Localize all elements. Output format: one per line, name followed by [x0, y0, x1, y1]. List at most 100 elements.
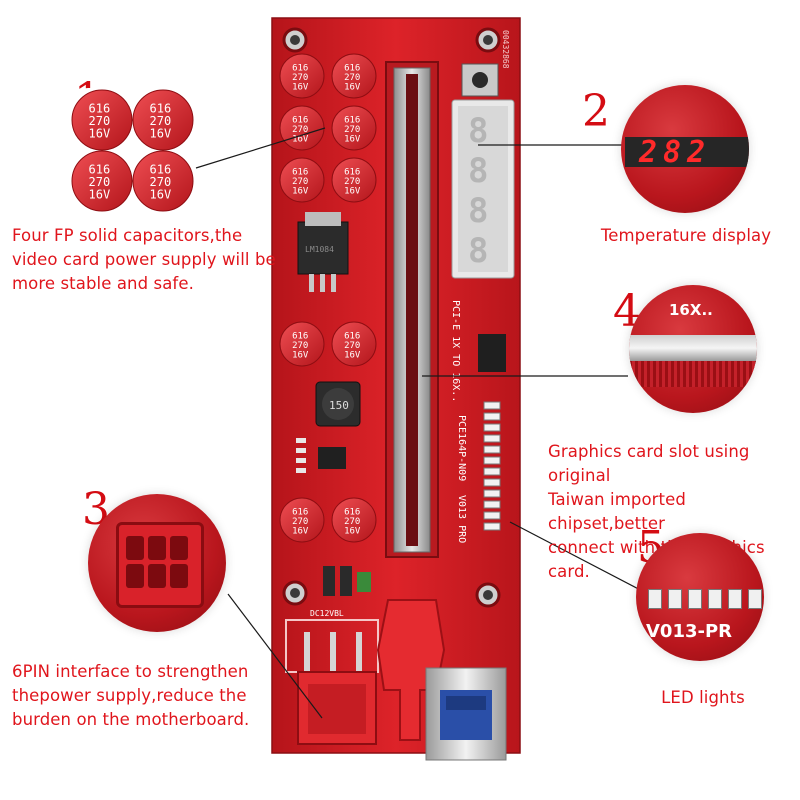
callout-5-caption: LED lights: [628, 686, 778, 710]
capacitor-marking: 616: [344, 168, 360, 178]
capacitor-marking: 270: [344, 73, 360, 83]
led: [483, 489, 501, 498]
caption-line: LED lights: [661, 688, 745, 707]
capacitor: [71, 89, 133, 151]
zoom-slot-text: 16X..: [669, 301, 713, 319]
caption-line: video card power supply will be: [12, 250, 276, 269]
capacitor-marking: 16V: [344, 350, 361, 360]
led: [483, 456, 501, 465]
mounting-holes: [282, 27, 501, 608]
led: [483, 522, 501, 531]
regulator-label: LM1084: [305, 245, 334, 254]
capacitor: [279, 321, 325, 367]
capacitor-marking: 270: [344, 125, 360, 135]
capacitor: [331, 105, 377, 151]
serial-code: 00432868: [501, 30, 510, 69]
caption-line: Graphics card slot using original: [548, 442, 750, 485]
capacitor-marking: 270: [344, 177, 360, 187]
capacitor-marking: 616: [344, 116, 360, 126]
callout-2-caption: Temperature display: [586, 224, 786, 248]
svg-text:8: 8: [468, 151, 488, 191]
callout-4-zoom: 16X..: [629, 285, 757, 413]
capacitor-marking: 616: [292, 168, 308, 178]
capacitor-marking: 616: [292, 332, 308, 342]
voltage-regulator: [297, 212, 349, 292]
six-pin-connector: [285, 619, 379, 745]
caption-line: 6PIN interface to strengthen: [12, 662, 249, 681]
smd-components: [296, 438, 371, 596]
temperature-display-unit: 8 8 8 8: [451, 99, 515, 279]
capacitor-marking: 270: [89, 114, 111, 128]
led: [483, 434, 501, 443]
callout-4-caption: Graphics card slot using original Taiwan…: [548, 440, 800, 584]
capacitor: [71, 150, 133, 212]
capacitor-marking: 616: [344, 332, 360, 342]
capacitor-marking: 16V: [292, 82, 309, 92]
led: [483, 511, 501, 520]
controller-chip: [478, 334, 506, 372]
svg-text:8: 8: [468, 191, 488, 231]
slot-label: PCI-E 1X TO 16X..: [450, 300, 461, 402]
capacitor-marking: 16V: [89, 188, 111, 202]
capacitor-marking: 16V: [89, 127, 111, 141]
capacitor-marking: 616: [344, 508, 360, 518]
pcie-x16-slot: [385, 61, 439, 558]
capacitor-marking: 616: [150, 163, 172, 177]
usb-connector: [425, 667, 507, 761]
capacitor-marking: 270: [292, 341, 308, 351]
capacitor-marking: 16V: [344, 186, 361, 196]
capacitor-marking: 16V: [292, 134, 309, 144]
caption-line: Four FP solid capacitors,the: [12, 226, 243, 245]
callout-5-zoom: V013-PR: [636, 533, 764, 661]
led-column: [483, 401, 501, 531]
caption-line: thepower supply,reduce the: [12, 686, 247, 705]
capacitor-marking: 16V: [344, 134, 361, 144]
capacitor-marking: 270: [344, 341, 360, 351]
led: [483, 423, 501, 432]
model-label: PCE164P-N09: [456, 415, 467, 481]
capacitor: [331, 53, 377, 99]
capacitor-marking: 616: [344, 64, 360, 74]
capacitor-marking: 616: [150, 102, 172, 116]
caption-line: more stable and safe.: [12, 274, 194, 293]
capacitor-marking: 16V: [292, 186, 309, 196]
led: [483, 500, 501, 509]
caption-line: Temperature display: [600, 226, 772, 245]
callout-1-caption: Four FP solid capacitors,the video card …: [12, 224, 292, 296]
capacitor-marking: 270: [150, 175, 172, 189]
caption-line: Taiwan imported chipset,better: [548, 490, 686, 533]
capacitor: [279, 53, 325, 99]
capacitor-marking: 616: [89, 102, 111, 116]
capacitor: [279, 497, 325, 543]
capacitor-marking: 270: [89, 175, 111, 189]
inductor-label: 150: [329, 399, 349, 412]
capacitor-marking: 270: [292, 73, 308, 83]
led: [483, 412, 501, 421]
capacitor-marking: 270: [292, 177, 308, 187]
capacitor: [331, 157, 377, 203]
capacitor-marking: 16V: [292, 526, 309, 536]
small-chip: [318, 447, 346, 469]
callout-2-number: 2: [582, 86, 610, 137]
led: [483, 445, 501, 454]
svg-text:8: 8: [468, 111, 488, 151]
capacitor: [279, 157, 325, 203]
callout-2-zoom: 282: [621, 85, 749, 213]
slot-bracket: [376, 599, 446, 741]
capacitor-marking: 616: [292, 64, 308, 74]
capacitor: [132, 89, 194, 151]
capacitor-marking: 270: [344, 517, 360, 527]
callout-3-zoom: [88, 494, 226, 632]
capacitor-marking: 616: [89, 163, 111, 177]
inductor: [315, 381, 361, 427]
caption-line: burden on the motherboard.: [12, 710, 250, 729]
zoom-display-digits: 282: [639, 135, 712, 170]
capacitor-marking: 16V: [150, 127, 172, 141]
capacitor: [331, 321, 377, 367]
zoom-version-text: V013-PR: [646, 621, 733, 642]
capacitor-marking: 270: [292, 517, 308, 527]
capacitor: [331, 497, 377, 543]
svg-text:8: 8: [468, 231, 488, 271]
